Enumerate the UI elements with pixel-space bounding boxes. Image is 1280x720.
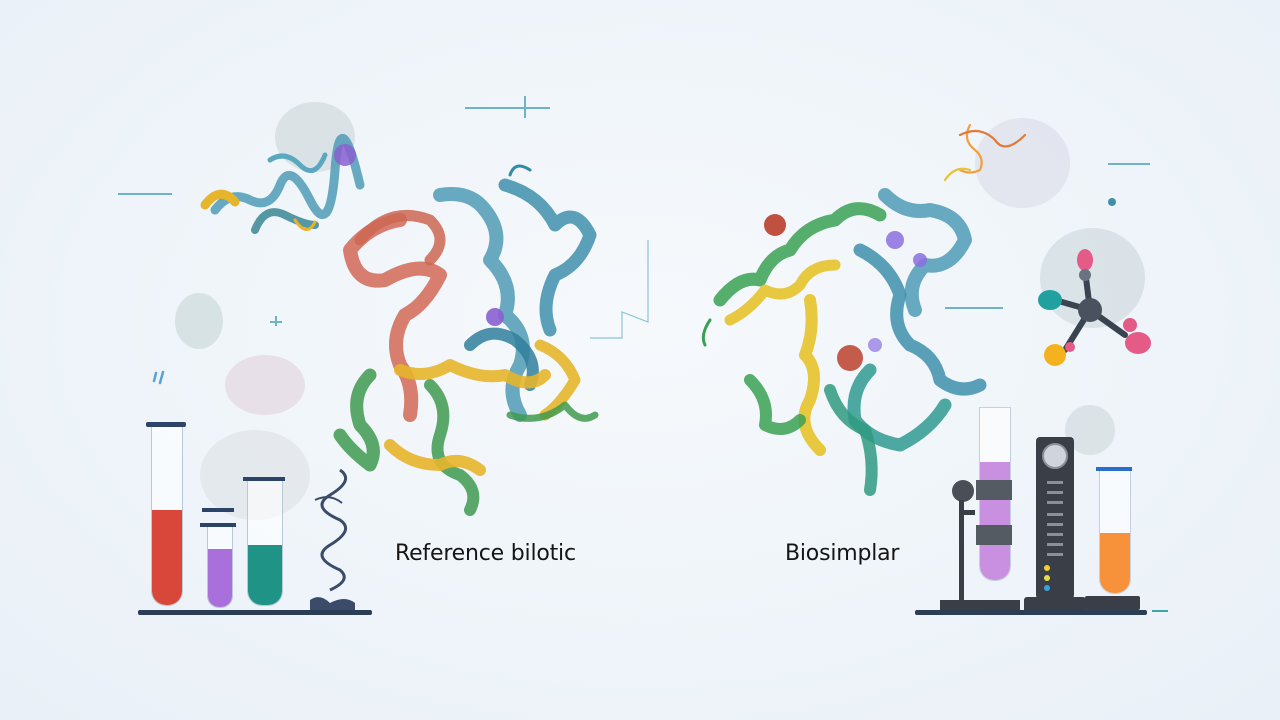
sparkle-icon [152,370,165,385]
dna-helix-icon [310,468,355,610]
small-protein-fragment-icon [200,133,365,234]
clamp-upper [976,480,1012,500]
tube-purple [200,508,236,610]
gauge-icon [1042,443,1068,469]
molecule-model-icon [1038,249,1151,366]
lab-bench-right [915,610,1147,615]
indicator-light-blue [1044,585,1050,591]
tube-teal [243,477,285,610]
reference-protein-structure-icon [333,164,599,516]
decor-line [945,307,1003,309]
clamp-stand [945,480,1015,610]
decor-line [1152,610,1168,612]
soft-blob [975,118,1070,208]
soft-blob [225,355,305,415]
clamp-base [940,600,1020,610]
decor-tick [524,96,526,118]
clamp-lower [976,525,1012,545]
indicator-light-yellow [1044,565,1050,571]
tube-red [146,422,186,610]
tube-orange [1096,467,1134,595]
biosimilar-label: Biosimplar [785,541,900,566]
indicator-light-yellow [1044,575,1050,581]
orange-fiber-fragment-icon [943,123,1027,182]
analyzer-base [1024,597,1086,610]
decor-line [1108,163,1150,165]
decor-line [465,107,550,109]
dot [1108,198,1116,206]
decor-tick [275,316,277,326]
reference-biologic-label: Reference bilotic [395,541,576,566]
tube-holder-base [1085,596,1140,610]
step-line-icon [590,240,649,339]
lab-bench-left [138,610,372,615]
decor-line [118,193,172,195]
soft-blob [175,293,223,349]
analyzer-instrument [1036,437,1074,599]
biosimilar-protein-structure-icon [701,188,987,496]
